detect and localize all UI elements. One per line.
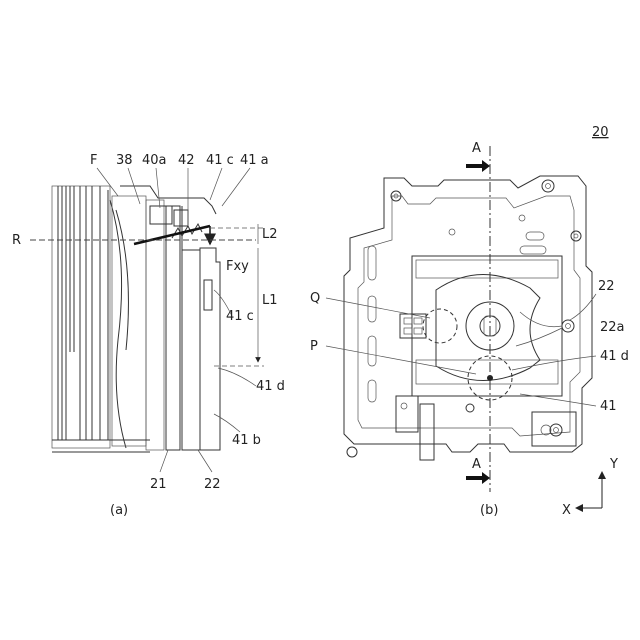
cross-section-view: F 38 40a 42 41 c 41 a R L2 Fxy L1 41 c 4… xyxy=(12,153,285,518)
section-arrow-top xyxy=(466,160,490,172)
label-42: 42 xyxy=(178,153,195,168)
member-21 xyxy=(166,206,180,450)
axis-label-x: X xyxy=(562,503,571,518)
label-41: 41 xyxy=(600,399,617,414)
member-41 xyxy=(200,248,220,450)
label-A-top: A xyxy=(472,141,481,156)
screw-22a xyxy=(562,320,574,332)
label-A-bottom: A xyxy=(472,457,481,472)
dimension-L2 xyxy=(210,224,264,244)
label-L1: L1 xyxy=(262,293,278,308)
member-22 xyxy=(182,206,200,450)
sensor-frame-41 xyxy=(412,256,562,396)
label-41a: 41 a xyxy=(240,153,269,168)
label-41d: 41 d xyxy=(256,379,285,394)
label-Q: Q xyxy=(310,291,320,306)
label-38: 38 xyxy=(116,153,133,168)
top-components xyxy=(120,186,216,226)
label-F: F xyxy=(90,153,97,168)
screw-holes xyxy=(347,180,581,457)
region-Q-circle xyxy=(423,309,457,343)
reference-number-20: 20 xyxy=(592,125,609,140)
label-R: R xyxy=(12,233,21,248)
label-41b: 41 b xyxy=(232,433,261,448)
axis-indicator: Y X xyxy=(562,457,618,518)
section-arrow-bottom xyxy=(466,472,490,484)
axis-label-y: Y xyxy=(609,457,618,472)
lens-layers xyxy=(52,186,164,452)
label-41c-top: 41 c xyxy=(206,153,234,168)
caption-a: (a) xyxy=(110,503,128,518)
force-line-F xyxy=(134,226,210,244)
label-22: 22 xyxy=(598,279,615,294)
plan-view: 20 xyxy=(310,125,629,518)
label-L2: L2 xyxy=(262,227,278,242)
label-P: P xyxy=(310,339,318,354)
label-41c-mid: 41 c xyxy=(226,309,254,324)
label-41d-b: 41 d xyxy=(600,349,629,364)
label-21: 21 xyxy=(150,477,167,492)
plate-22 xyxy=(344,176,592,452)
leader-lines-b xyxy=(326,294,596,406)
label-22: 22 xyxy=(204,477,221,492)
connector-block xyxy=(400,314,426,338)
label-22a: 22a xyxy=(600,320,625,335)
label-Fxy: Fxy xyxy=(226,259,249,274)
label-40a: 40a xyxy=(142,153,167,168)
caption-b: (b) xyxy=(480,503,498,518)
